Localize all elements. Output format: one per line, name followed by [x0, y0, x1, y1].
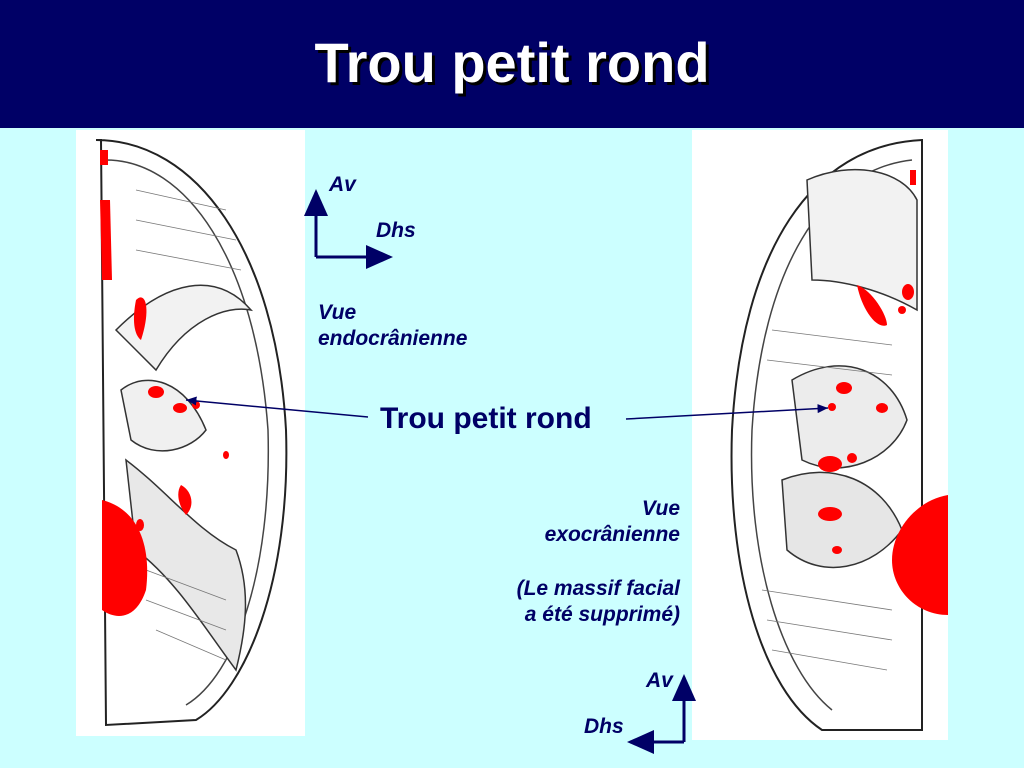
orientation-axes-bottom — [627, 674, 696, 754]
view-exo-label: Vue exocrânienne — [545, 496, 680, 548]
note-label: (Le massif facial a été supprimé) — [517, 576, 680, 628]
axis-label-av-bottom: Av — [646, 669, 673, 692]
axis-label-dhs-bottom: Dhs — [584, 715, 624, 738]
axis-label-av-top: Av — [329, 173, 356, 196]
slide-title: Trou petit rond — [314, 31, 710, 94]
view-exo-line1: Vue — [641, 497, 680, 520]
pointer-line-right — [625, 404, 829, 420]
view-exo-line2: exocrânienne — [544, 523, 680, 546]
note-line1: (Le massif facial — [516, 577, 680, 600]
endocranial-skull-illustration — [76, 130, 305, 736]
exocranial-skull-drawing — [730, 138, 948, 731]
exocranial-skull-illustration — [692, 130, 948, 740]
note-line2: a été supprimé) — [524, 603, 680, 626]
foramina-highlights-right — [818, 170, 948, 615]
view-endo-line1: Vue — [318, 301, 357, 324]
title-bar: Trou petit rond — [0, 0, 1024, 128]
view-endo-line2: endocrânienne — [318, 327, 468, 350]
pointer-line-left — [185, 396, 369, 418]
endocranial-skull-drawing — [95, 139, 288, 727]
orientation-axes-top — [304, 189, 393, 269]
view-endo-label: Vue endocrânienne — [318, 300, 467, 352]
structure-label: Trou petit rond — [380, 402, 592, 435]
foramina-highlights-left — [100, 150, 229, 616]
axis-label-dhs-top: Dhs — [376, 219, 416, 242]
